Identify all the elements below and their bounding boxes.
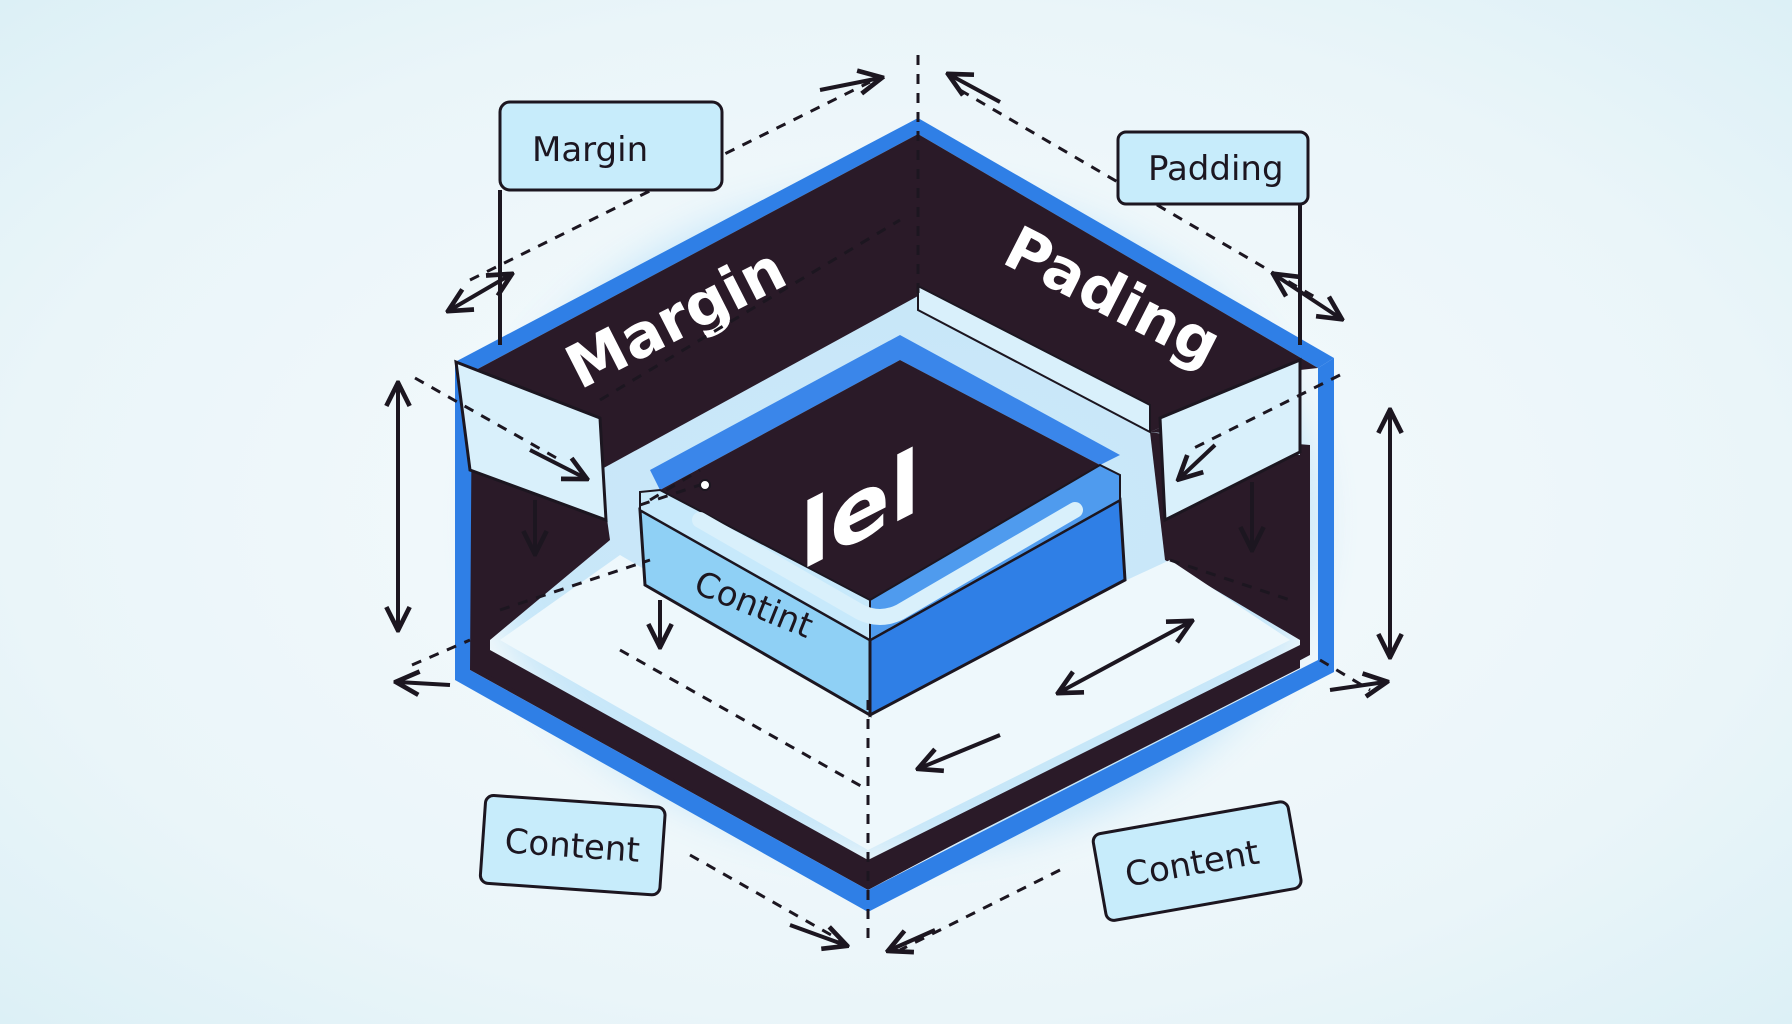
label-margin-box bbox=[498, 100, 724, 192]
ledge-top bbox=[917, 284, 1151, 434]
callout-leaders bbox=[498, 190, 1302, 345]
arrow-right-padding bbox=[1275, 275, 1340, 318]
label-padding: Padding bbox=[1116, 130, 1310, 206]
left-wall bbox=[470, 134, 918, 470]
label-content-right-box bbox=[1091, 800, 1303, 922]
arrow-bottom-right bbox=[1329, 682, 1385, 690]
label-content-left: Content bbox=[478, 794, 667, 897]
outer-rim-right bbox=[918, 118, 1334, 368]
label-content-left-text: Content bbox=[503, 821, 641, 870]
right-wall bbox=[918, 134, 1318, 432]
arrow-bottom-center-right bbox=[890, 928, 936, 950]
label-margin: Margin bbox=[498, 100, 724, 192]
content-roll bbox=[692, 502, 1083, 625]
arrow-left-inward bbox=[529, 448, 585, 478]
arrow-floor-left bbox=[920, 733, 1001, 768]
content-back-left bbox=[650, 335, 900, 490]
arrow-bottom-left bbox=[398, 682, 451, 685]
label-margin-text: Margin bbox=[532, 130, 648, 170]
label-padding-box bbox=[1116, 130, 1310, 206]
padding-ledge bbox=[917, 284, 1151, 434]
arrow-bottom-center-left bbox=[789, 923, 845, 945]
arrow-top-left bbox=[819, 78, 880, 90]
content-back-right bbox=[900, 335, 1120, 465]
arrow-floor-diagonal bbox=[1060, 622, 1190, 692]
guide-lines bbox=[411, 55, 1371, 952]
label-padding-text: Padding bbox=[1148, 149, 1284, 189]
outer-rim-left bbox=[455, 118, 918, 372]
label-content-right: Content bbox=[1091, 800, 1303, 922]
arrow-top-right bbox=[950, 75, 1001, 104]
label-content-left-box bbox=[478, 794, 667, 897]
arrow-right-inward bbox=[1180, 443, 1217, 478]
content-floor bbox=[660, 360, 1100, 600]
content-box bbox=[638, 335, 1127, 718]
